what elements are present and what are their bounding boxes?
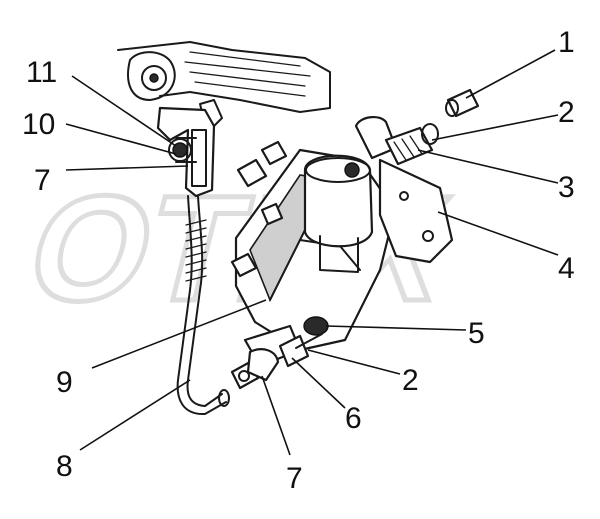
leader-11 — [71, 75, 177, 147]
leader-8 — [79, 379, 191, 451]
lower-lever — [246, 348, 280, 382]
booster-body — [230, 140, 397, 390]
callout-2-lower: 2 — [402, 364, 419, 397]
leader-5 — [325, 325, 467, 331]
callout-5: 5 — [468, 317, 485, 350]
callout-11: 11 — [26, 56, 57, 89]
sleeve — [445, 88, 480, 118]
callout-10: 10 — [22, 108, 55, 141]
callout-3: 3 — [558, 171, 575, 204]
callout-6: 6 — [345, 402, 362, 435]
callout-7-upper: 7 — [34, 164, 51, 197]
leader-7a — [65, 165, 189, 171]
leader-1 — [465, 49, 556, 99]
mounting-plate — [378, 158, 454, 264]
lever-fork — [156, 106, 216, 198]
leader-10 — [65, 123, 177, 155]
leader-2a — [431, 114, 559, 141]
leader-7b — [261, 375, 291, 456]
leader-3 — [417, 149, 559, 184]
callouts: 1 2 3 4 5 2 6 7 8 9 7 10 11 — [22, 26, 575, 495]
callout-1: 1 — [558, 26, 575, 59]
frame-bracket — [117, 41, 331, 127]
leader-2b — [307, 349, 401, 375]
callout-2: 2 — [558, 96, 575, 129]
top-fitting — [354, 116, 439, 166]
hose-rod — [176, 195, 230, 416]
leader-4 — [437, 211, 559, 256]
callout-8: 8 — [56, 450, 73, 483]
leader-6 — [291, 357, 346, 409]
callout-4: 4 — [558, 252, 575, 285]
callout-9: 9 — [56, 366, 73, 399]
lower-fitting — [278, 316, 329, 368]
leader-lines — [65, 49, 559, 456]
leader-9 — [91, 299, 267, 369]
callout-7-lower: 7 — [286, 462, 303, 495]
